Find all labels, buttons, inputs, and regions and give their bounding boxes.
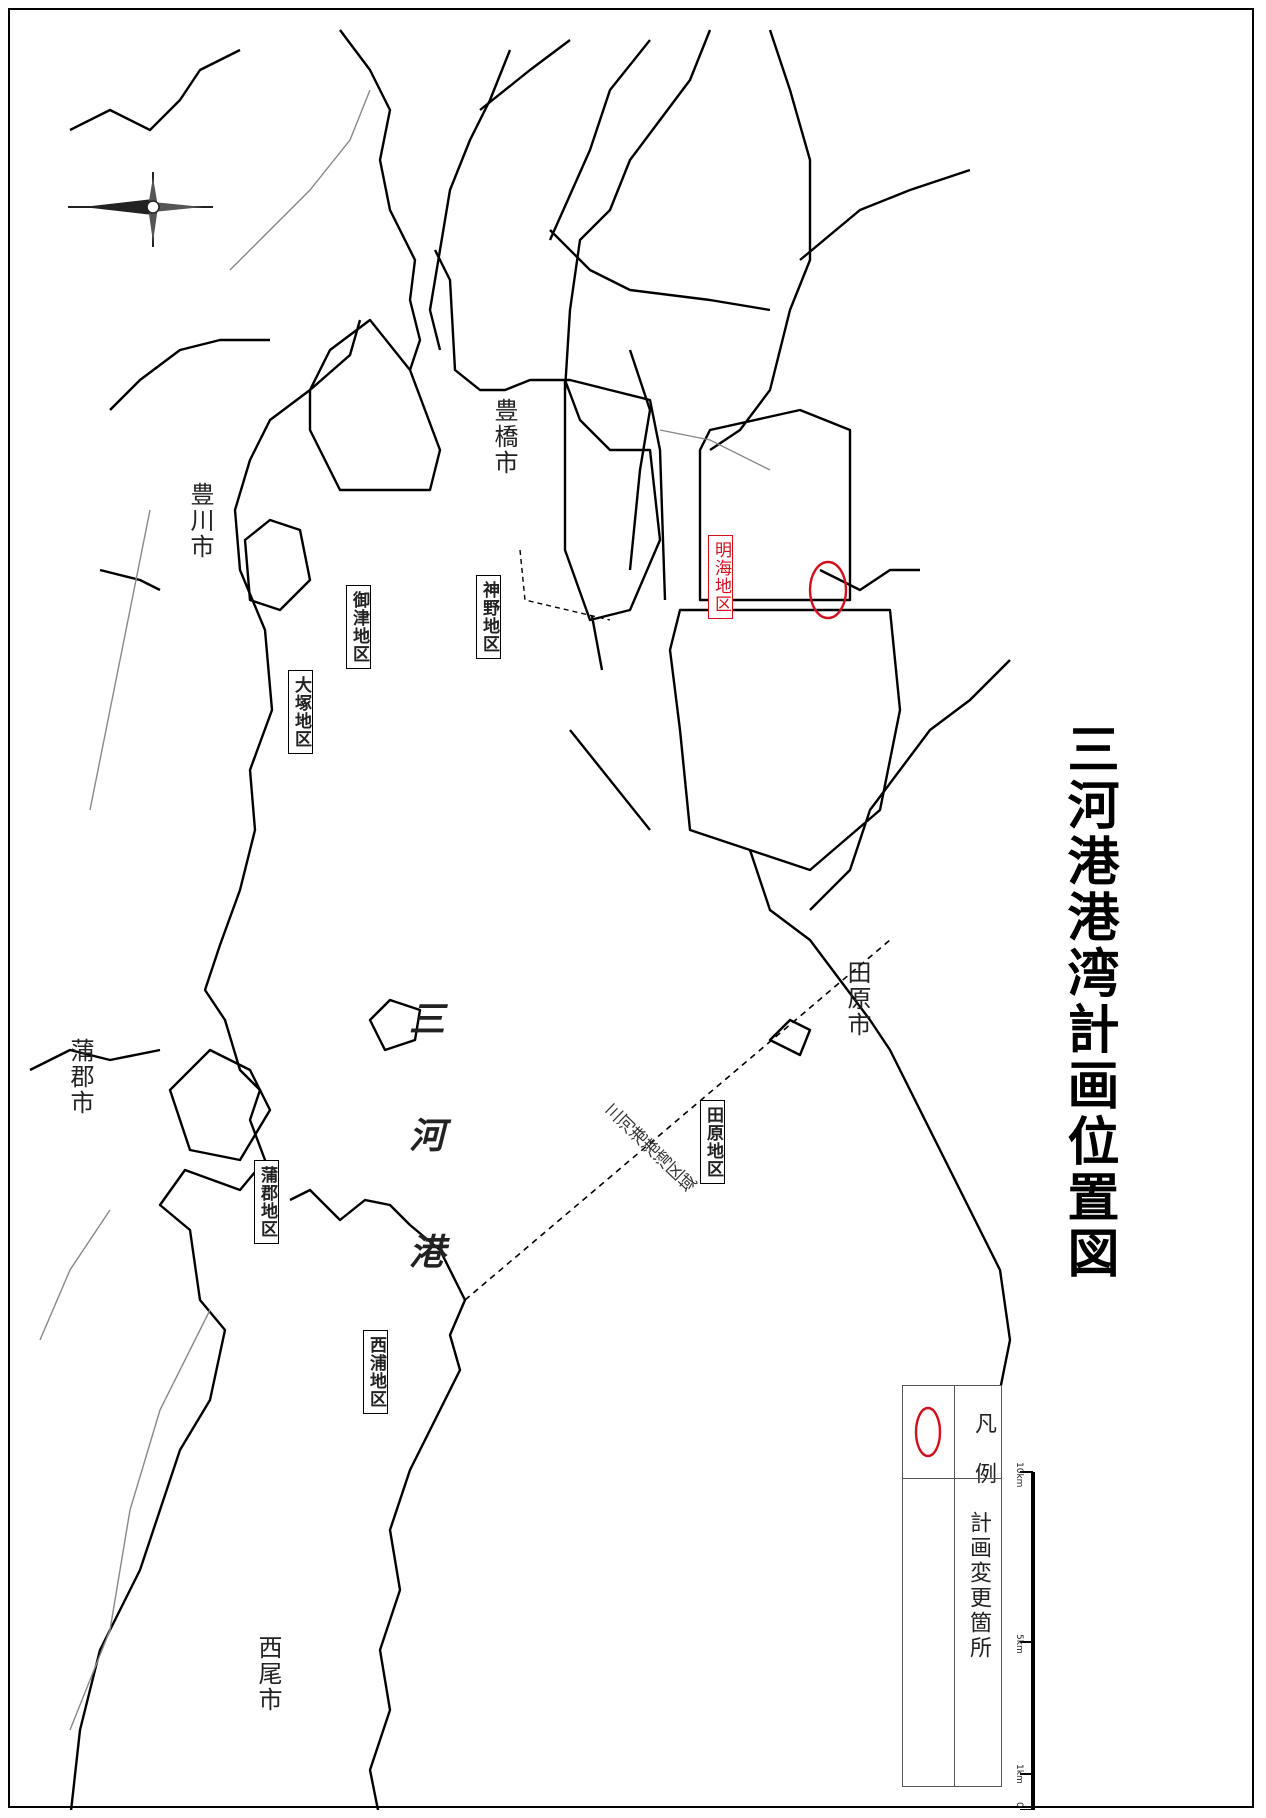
- map-frame: 豊川市 豊橋市 蒲郡市 西尾市 田原市 御津地区 大塚地区 蒲郡地区 西浦地区 …: [8, 8, 1254, 1810]
- reclaim-meikai: [698, 408, 852, 602]
- scale-label-mid1: 1km: [1014, 1764, 1024, 1784]
- reclaim-otsuka: [243, 518, 312, 612]
- legend-header: 凡 例: [971, 1412, 996, 1487]
- legend-header-cell: 凡 例: [954, 1386, 1002, 1786]
- river-north-2: [109, 338, 270, 411]
- reclaim-gamagori: [168, 1048, 272, 1162]
- district-label-gamagori: 蒲郡地区: [254, 1160, 279, 1244]
- coastline-inner: [289, 1188, 467, 1810]
- road-grey-3: [39, 1209, 111, 1341]
- coastline-north: [69, 319, 362, 1810]
- road-grey-1: [229, 89, 371, 271]
- district-label-meikai: 明海地区: [708, 535, 733, 619]
- river-4: [563, 29, 712, 391]
- reclaim-tahara: [668, 608, 902, 872]
- map-canvas: [29, 29, 1035, 1810]
- road-east-5: [819, 568, 920, 592]
- coast-tahara-2: [809, 659, 1011, 911]
- district-label-goyu: 御津地区: [346, 585, 371, 669]
- river-5: [628, 349, 652, 571]
- island-2: [768, 1018, 812, 1057]
- legend-divider: [903, 1478, 1001, 1479]
- city-label-toyokawa: 豊川市: [186, 482, 214, 560]
- road-east-2: [549, 229, 771, 312]
- port-name-label: 三 河 港: [403, 1000, 444, 1304]
- river-north-4: [99, 568, 161, 592]
- road-east-4: [799, 168, 971, 261]
- reclaim-jinno: [563, 378, 662, 622]
- city-label-tahara: 田原市: [843, 960, 871, 1038]
- road-east-3: [548, 39, 651, 241]
- district-label-nishiura: 西浦地区: [363, 1330, 388, 1414]
- scale-label-mid2: 5km: [1014, 1634, 1024, 1654]
- breakwater-2: [590, 615, 604, 671]
- breakwater-1: [569, 729, 651, 831]
- legend-symbol-ellipse: [914, 1406, 942, 1458]
- road-grey-2: [89, 509, 151, 811]
- legend-item-label: 計画変更箇所: [966, 1511, 991, 1661]
- scale-label-end: 10km: [1014, 1462, 1024, 1488]
- district-label-jinno: 神野地区: [476, 575, 501, 659]
- river-3: [479, 39, 571, 111]
- road-grey-5: [659, 429, 771, 471]
- legend-box: 凡 例 計画変更箇所: [902, 1385, 1002, 1787]
- river-2: [428, 49, 512, 351]
- city-label-gamagori: 蒲郡市: [66, 1038, 94, 1116]
- plan-change-marker: [808, 560, 848, 620]
- coast-jinno: [433, 249, 667, 601]
- district-label-otsuka: 大塚地区: [288, 670, 313, 754]
- scale-bar: [1020, 1471, 1035, 1810]
- port-boundary-line: [464, 939, 891, 1301]
- reclaim-goyu: [308, 318, 442, 492]
- road-east: [709, 29, 812, 451]
- city-label-nishio: 西尾市: [254, 1635, 282, 1713]
- road-grey-4: [69, 1309, 211, 1731]
- district-label-tahara: 田原地区: [700, 1100, 725, 1184]
- city-label-toyohashi: 豊橋市: [490, 398, 518, 476]
- coast-tahara: [748, 849, 1012, 1391]
- compass-icon: [68, 172, 213, 247]
- island-1: [368, 998, 422, 1052]
- river-north-3: [29, 1048, 161, 1072]
- scale-label-start: 0: [1014, 1802, 1024, 1808]
- river-north-1: [69, 48, 241, 132]
- reclaim-dashed: [519, 549, 611, 621]
- map-title: 三河港港湾計画位置図: [1058, 722, 1118, 1282]
- river-toyokawa: [339, 29, 422, 371]
